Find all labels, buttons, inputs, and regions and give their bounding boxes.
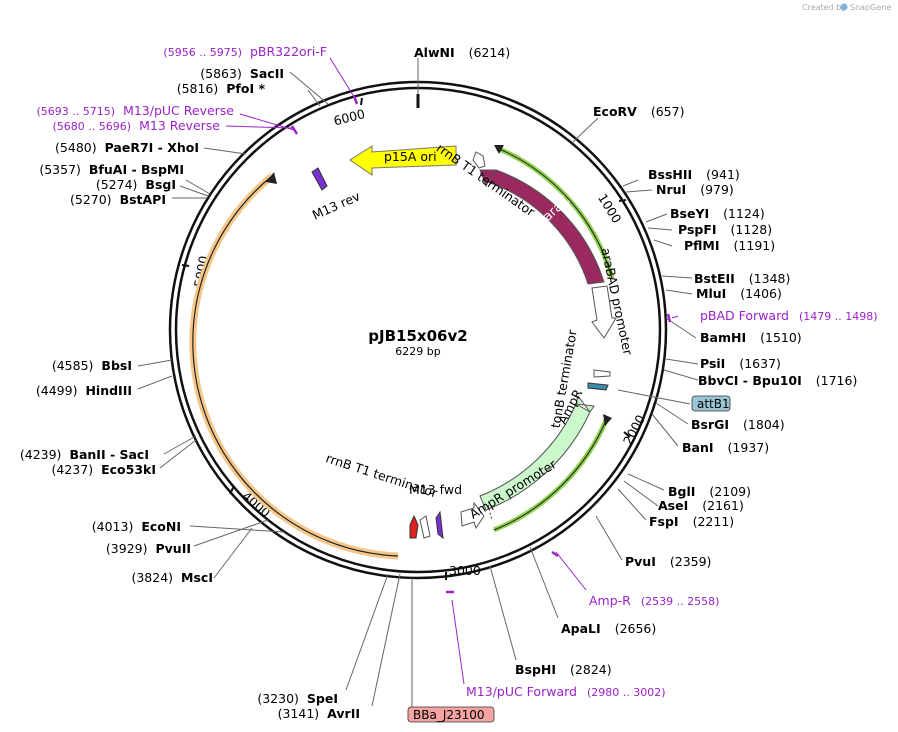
site-pvuii[interactable]: (3929)PvuII [106,541,191,556]
site-nrui[interactable]: NruI(979) [656,182,734,197]
ruler-label-3000: 3000 [449,563,481,578]
site-bani[interactable]: BanI(1937) [682,440,769,455]
primer-pbad-fwd[interactable]: pBAD Forward(1479 .. 1498) [700,308,878,323]
site-bstapi[interactable]: (5270)BstAPI [70,192,166,207]
m13-fwd-label: M13 fwd [409,482,462,497]
ruler-tick-5000 [181,264,190,267]
credit-text: Created by [802,3,846,12]
site-bamhi[interactable]: BamHI(1510) [700,330,802,345]
site-avrii[interactable]: (3141)AvrII [278,706,360,721]
site-bfuai[interactable]: (5357)BfuAI - BspMI [39,162,184,177]
rrnb-bottom-label: rrnB T1 terminator [324,450,440,500]
plasmid-size: 6229 bp [395,345,440,358]
site-mlui[interactable]: MluI(1406) [696,286,782,301]
site-bsshii[interactable]: BssHII(941) [648,167,740,182]
primer-labels: (5956 .. 5975)pBR322ori-F (5693 .. 5715)… [37,44,878,699]
m13-rev-label: M13 rev [310,188,363,223]
site-bsgi[interactable]: (5274)BsgI [96,177,176,192]
site-connectors [137,58,699,708]
ruler-tick-2000 [623,431,631,438]
site-bsteii[interactable]: BstEII(1348) [694,271,790,286]
rrnb-top-label: rrnB T1 terminator [434,140,539,219]
attb1-box-label: attB1 [697,397,730,411]
site-bgli[interactable]: BglI(2109) [668,484,751,499]
site-psii[interactable]: PsiI(1637) [700,356,781,371]
site-asei[interactable]: AseI(2161) [658,498,744,513]
site-fspi[interactable]: FspI(2211) [649,514,734,529]
arabad-promoter-feature [591,285,617,339]
site-ecorv[interactable]: EcoRV(657) [593,104,684,119]
primer-m13puc-rev[interactable]: (5693 .. 5715)M13/pUC Reverse [37,103,235,118]
primer-ampr[interactable]: Amp-R(2539 .. 2558) [589,593,719,608]
site-bsphi[interactable]: BspHI(2824) [515,662,612,677]
site-spei[interactable]: (3230)SpeI [257,691,338,706]
rrnb-top-terminator-feature [472,151,486,169]
tonb-feature [593,369,611,378]
site-pvui[interactable]: PvuI(2359) [625,554,711,569]
bba-box[interactable] [407,706,495,723]
ruler-tick-6000 [360,97,363,106]
site-bbvci[interactable]: BbvCI - Bpu10I(1716) [698,373,857,388]
m13-fwd-feature [435,510,444,540]
orf-arrowhead-left [266,172,277,184]
m13-rev-feature [311,167,328,191]
sites-right: AlwNI(6214) EcoRV(657) BssHII(941) NruI(… [414,45,857,677]
site-eco53ki[interactable]: (4237)Eco53kI [52,462,156,477]
bottom-red-terminator-feature [409,514,419,539]
arac-arrowhead [479,169,497,188]
p15a-ori-label: p15A ori [384,149,437,164]
ruler-label-6000: 6000 [332,106,367,128]
primer-m13puc-fwd[interactable]: M13/pUC Forward(2980 .. 3002) [466,684,666,699]
site-pfoi[interactable]: (5816)PfoI * [177,81,266,96]
p15a-ori-feature [349,145,457,176]
attb1-feature [587,382,609,391]
ampr-arrowhead [575,394,595,413]
site-bseyi[interactable]: BseYI(1124) [670,206,765,221]
site-econi[interactable]: (4013)EcoNI [92,519,181,534]
site-alwni[interactable]: AlwNI(6214) [414,45,510,60]
site-bsrgi[interactable]: BsrGI(1804) [691,417,785,432]
primer-m13-rev[interactable]: (5680 .. 5696)M13 Reverse [53,118,221,133]
ampr-promoter-feature [460,501,485,530]
orf-arc-left [189,173,399,560]
credit-brand: SnapGene [850,3,891,12]
orf-arc-bottom-right-line [493,417,608,531]
ruler-tick-4000 [229,485,235,495]
site-sacii[interactable]: (5863)SacII [200,66,284,81]
ampr-feature [479,403,591,511]
ruler-tick-1000 [618,199,627,202]
sites-left: (5863)SacII (5816)PfoI * (5480)PaeR7I - … [20,66,360,721]
orf-arc-left-line [192,175,399,557]
site-banii[interactable]: (4239)BanII - SacI [20,447,149,462]
orf-arrowhead-bottom [603,414,612,426]
primer-pbr322[interactable]: (5956 .. 5975)pBR322ori-F [163,44,327,59]
site-pflmi[interactable]: PflMI(1191) [684,238,775,253]
ampr-dotted-line [487,504,493,521]
site-apali[interactable]: ApaLI(2656) [561,621,656,636]
orf-arrowhead-top [494,145,504,154]
bottom-white-terminator-feature [419,515,431,539]
site-bbsi[interactable]: (4585)BbsI [52,358,132,373]
arac-feature [487,169,605,285]
site-pspfi[interactable]: PspFI(1128) [678,222,772,237]
primer-marks [290,95,672,594]
plasmid-name: pJB15x06v2 [368,327,467,345]
site-msci[interactable]: (3824)MscI [131,570,213,585]
snapgene-logo-icon [840,3,848,11]
orf-arc-top-right-line [496,147,613,279]
site-paer7i[interactable]: (5480)PaeR7I - XhoI [55,140,199,155]
site-hindiii[interactable]: (4499)HindIII [36,383,132,398]
bba-box-label: BBa_J23100 [413,708,485,722]
attb1-box[interactable] [691,395,731,412]
ampr-promoter-label: AmpR promoter [467,456,560,522]
primer-connectors [225,57,679,685]
